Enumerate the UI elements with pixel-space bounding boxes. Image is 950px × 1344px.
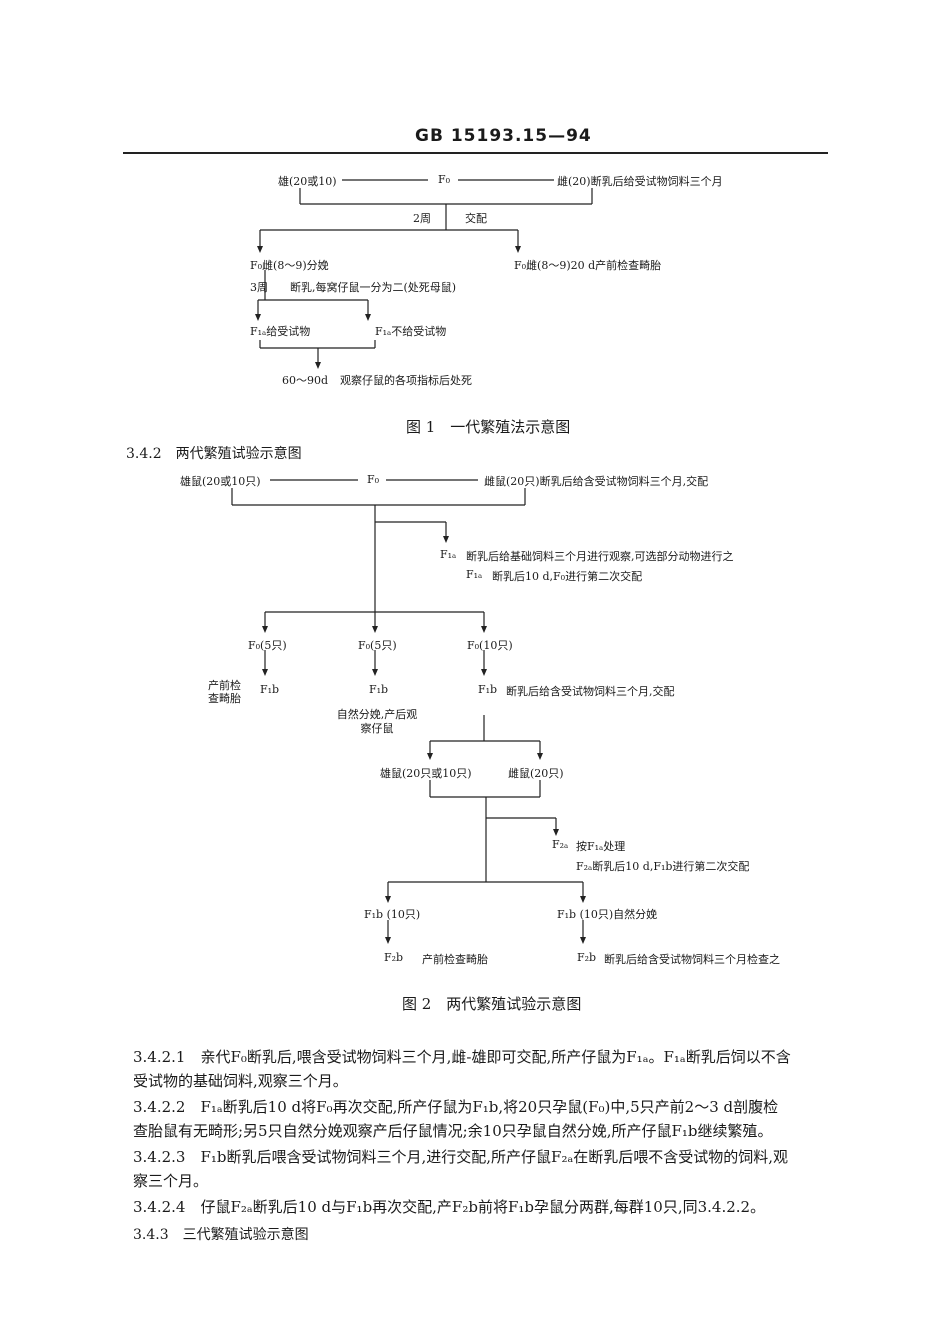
fig1-arrow-f1b: [365, 314, 371, 321]
fig2-female-parent: 雌鼠(20只)断乳后给含受试物饲料三个月,交配: [484, 475, 709, 488]
fig2-arrow-b2: [372, 626, 378, 633]
section-342-heading: 3.4.2 两代繁殖试验示意图: [126, 446, 302, 462]
fig2-f2b-1-note: 产前检查畸胎: [422, 953, 488, 966]
fig2-natural-birth: 自然分娩,产后观察仔鼠: [336, 708, 418, 735]
fig1-observe: 观察仔鼠的各项指标后处死: [340, 374, 472, 387]
fig1-male-parent: 雄(20或10): [278, 175, 337, 188]
fig2-arrow-b3: [481, 626, 487, 633]
fig2-arrow-f1b10a: [385, 896, 391, 903]
fig1-days: 60～90d: [282, 374, 329, 387]
fig1-weeks3: 3周: [250, 281, 268, 294]
fig2-arrow-b1: [262, 626, 268, 633]
fig1-arrow-right: [515, 246, 521, 253]
fig2-male2: 雄鼠(20只或10只): [380, 767, 472, 780]
fig2-branch1: F₀(5只): [248, 639, 287, 652]
document-number: GB 15193.15—94: [415, 126, 592, 146]
fig2-branch2: F₀(5只): [358, 639, 397, 652]
fig2-f2b-1: F₂b: [384, 951, 404, 964]
fig2-f2b-2: F₂b: [577, 951, 597, 964]
fig2-f1a-note2: 断乳后10 d,F₀进行第二次交配: [492, 570, 643, 583]
fig2-male-parent: 雄鼠(20或10只): [180, 475, 261, 488]
fig2-f2a-note1: 按F₁ₐ处理: [576, 840, 626, 853]
fig2-f2b-2-note: 断乳后给含受试物饲料三个月检查之: [604, 953, 780, 966]
fig2-f1b-1: F₁b: [260, 683, 280, 696]
fig1-female-parent: 雌(20)断乳后给受试物饲料三个月: [557, 175, 723, 188]
fig1-arrow-final: [315, 362, 321, 369]
fig2-arrow-male2: [427, 753, 433, 760]
fig1-weaning: 断乳,每窝仔鼠一分为二(处死母鼠): [290, 281, 457, 294]
fig1-duration: 2周: [413, 212, 431, 225]
fig2-f1a-label2: F₁ₐ: [466, 568, 483, 581]
fig2-f1a-note1: 断乳后给基础饲料三个月进行观察,可选部分动物进行之: [466, 550, 734, 563]
para-3422-line2: 查胎鼠有无畸形;另5只自然分娩观察产后仔鼠情况;余10只孕鼠自然分娩,所产仔鼠F…: [133, 1122, 773, 1140]
para-3423-line1: 3.4.2.3 F₁b断乳后喂含受试物饲料三个月,进行交配,所产仔鼠F₂ₐ在断乳…: [133, 1148, 789, 1166]
fig2-f1b-3-note: 断乳后给含受试物饲料三个月,交配: [506, 685, 675, 698]
fig2-f1b-10a: F₁b (10只): [364, 908, 421, 921]
fig2-arrow-f1a: [443, 536, 449, 543]
fig2-branch3: F₀(10只): [467, 639, 513, 652]
fig2-generation: F₀: [367, 473, 380, 486]
fig2-arrow-b3b: [481, 669, 487, 676]
fig2-female2: 雌鼠(20只): [508, 767, 564, 780]
fig2-f2a-note2: F₂ₐ断乳后10 d,F₁b进行第二次交配: [576, 860, 750, 873]
para-3424-line1: 3.4.2.4 仔鼠F₂ₐ断乳后10 d与F₁b再次交配,产F₂b前将F₁b孕鼠…: [133, 1198, 766, 1216]
fig1-f1a: F₁ₐ给受试物: [250, 325, 311, 338]
fig1-mating: 交配: [465, 212, 487, 225]
fig2-f1b-2: F₁b: [369, 683, 389, 696]
fig2-arrow-b2b: [372, 669, 378, 676]
fig1-right-branch: F₀雌(8～9)20 d产前检查畸胎: [514, 259, 662, 272]
fig2-f2a-label: F₂ₐ: [552, 838, 569, 851]
fig2-arrow-b1b: [262, 669, 268, 676]
fig2-f1b-3: F₁b: [478, 683, 498, 696]
fig2-arrow-f2b1: [385, 937, 391, 944]
fig1-generation: F₀: [438, 173, 451, 186]
fig2-arrow-f1b10b: [580, 896, 586, 903]
fig2-caption: 图 2 两代繁殖试验示意图: [402, 995, 582, 1013]
fig2-f1a-label: F₁ₐ: [440, 548, 457, 561]
fig2-prenatal: 产前检查畸胎: [208, 679, 241, 705]
fig1-caption: 图 1 一代繁殖法示意图: [406, 418, 571, 436]
fig2-f1b-10b: F₁b (10只)自然分娩: [557, 908, 658, 921]
section-343-heading: 3.4.3 三代繁殖试验示意图: [133, 1227, 309, 1243]
fig2-arrow-female2: [537, 753, 543, 760]
para-3421-line2: 受试物的基础饲料,观察三个月。: [133, 1072, 348, 1090]
fig1-arrow-left: [257, 246, 263, 253]
fig1-left-branch: F₀雌(8～9)分娩: [250, 259, 329, 272]
para-3421-line1: 3.4.2.1 亲代F₀断乳后,喂含受试物饲料三个月,雌-雄即可交配,所产仔鼠为…: [133, 1048, 791, 1066]
fig2-arrow-f2a: [553, 829, 559, 836]
fig2-arrow-f2b2: [580, 937, 586, 944]
para-3423-line2: 察三个月。: [133, 1172, 209, 1190]
header-rule: [123, 152, 828, 154]
fig1-arrow-f1a: [255, 314, 261, 321]
para-3422-line1: 3.4.2.2 F₁ₐ断乳后10 d将F₀再次交配,所产仔鼠为F₁b,将20只孕…: [133, 1098, 779, 1116]
fig1-f1b: F₁ₐ不给受试物: [375, 325, 447, 338]
